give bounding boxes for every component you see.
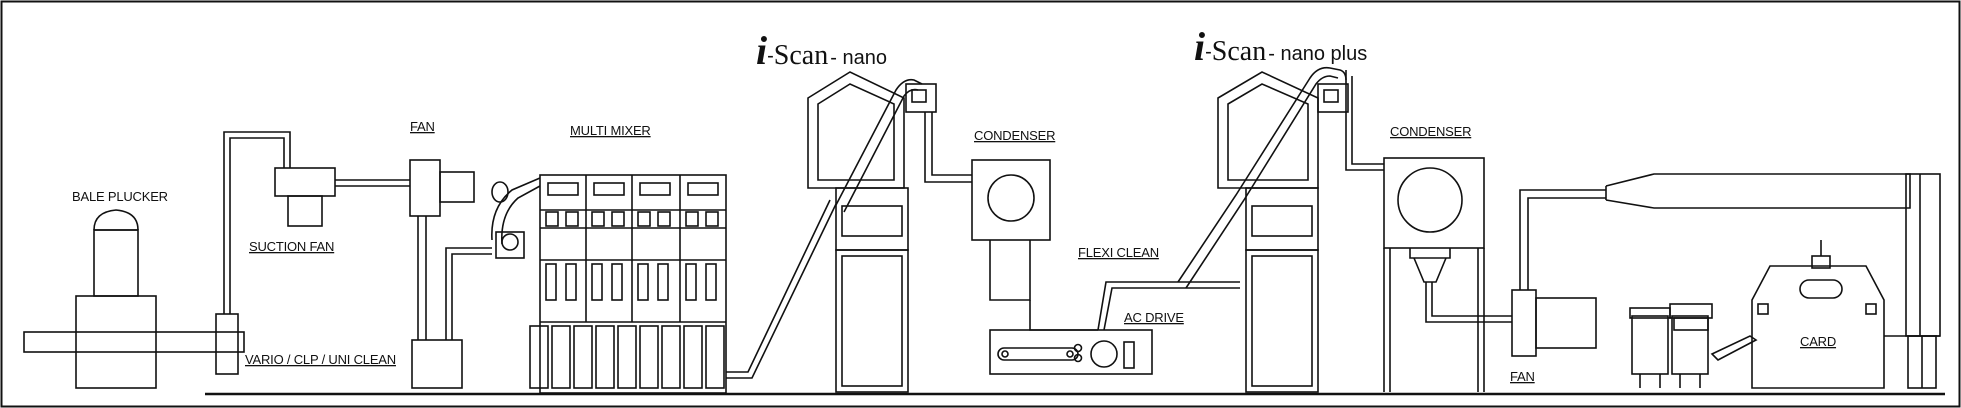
condenser-2 bbox=[1383, 157, 1512, 392]
flexi-clean-label: FLEXI CLEAN bbox=[1078, 245, 1159, 260]
ac-drive-label: AC DRIVE bbox=[1124, 310, 1184, 325]
fan-2 bbox=[1511, 173, 1941, 357]
suction-fan-label: SUCTION FAN bbox=[249, 239, 334, 254]
iscan-nano-brand: i-Scan- nano bbox=[756, 28, 887, 73]
iscan-nano-plus-brand: i-Scan- nano plus bbox=[1194, 24, 1367, 69]
suction-fan bbox=[274, 167, 410, 227]
fan-1 bbox=[409, 159, 492, 389]
iscan-nano-plus-unit bbox=[1177, 66, 1384, 393]
vario-clp-uniclean bbox=[215, 131, 291, 375]
ac-drive bbox=[989, 281, 1240, 375]
multi-mixer-label: MULTI MIXER bbox=[570, 123, 651, 138]
svg-text:i-Scan- nano plus: i-Scan- nano plus bbox=[1194, 24, 1367, 69]
condenser-2-label: CONDENSER bbox=[1390, 124, 1471, 139]
card-machine bbox=[1629, 240, 1940, 389]
iscan-nano-unit bbox=[807, 71, 972, 393]
fan-1-label: FAN bbox=[410, 119, 435, 134]
vario-label: VARIO / CLP / UNI CLEAN bbox=[245, 352, 396, 367]
svg-text:i-Scan- nano: i-Scan- nano bbox=[756, 28, 887, 73]
multi-mixer bbox=[491, 174, 837, 394]
bale-plucker bbox=[23, 209, 245, 389]
condenser-1-label: CONDENSER bbox=[974, 128, 1055, 143]
fan-2-label: FAN bbox=[1510, 369, 1535, 384]
bale-plucker-label: BALE PLUCKER bbox=[72, 189, 168, 204]
card-label: CARD bbox=[1800, 334, 1836, 349]
